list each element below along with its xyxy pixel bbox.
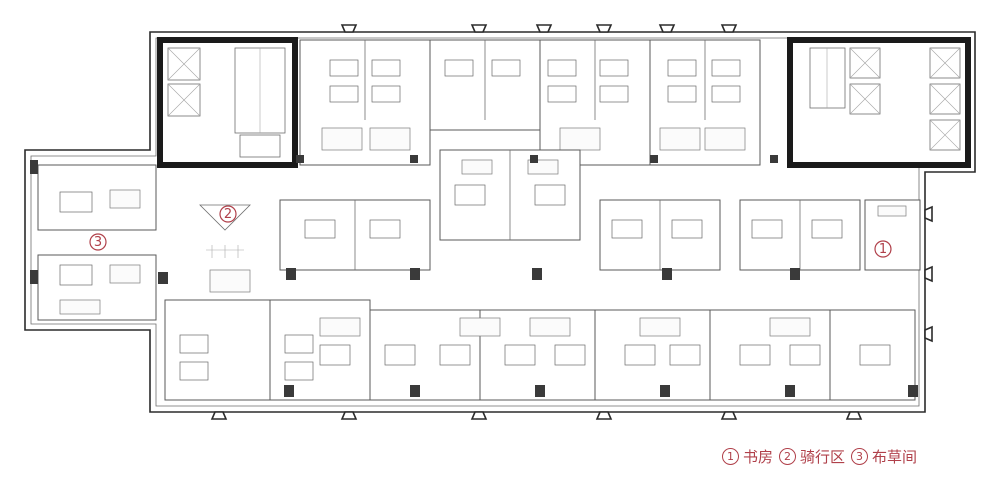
legend-item-linen: 3 布草间 (851, 446, 917, 467)
structural-columns (30, 155, 918, 397)
marker-1: 1 (874, 240, 892, 258)
marker-2-label: 2 (224, 207, 232, 222)
cycling-zone (199, 204, 251, 258)
legend-item-study: 1 书房 (722, 446, 773, 467)
marker-3: 3 (89, 233, 107, 251)
central-rooms (439, 149, 581, 241)
legend: 1 书房 2 骑行区 3 布草间 (722, 444, 923, 468)
right-study-room (864, 199, 921, 271)
floor-plan: 1 2 3 (24, 24, 976, 420)
legend-number: 3 (851, 447, 869, 465)
facade-lamps (210, 24, 933, 420)
legend-number: 1 (722, 447, 739, 465)
left-elevator-core (157, 37, 298, 168)
top-guest-rooms (299, 39, 761, 166)
marker-2: 2 (219, 205, 237, 223)
middle-rooms (279, 199, 861, 271)
marker-3-label: 3 (94, 235, 102, 250)
bottom-guest-rooms (164, 269, 916, 401)
right-elevator-core (787, 37, 971, 168)
legend-label: 布草间 (872, 447, 918, 466)
legend-item-cycling: 2 骑行区 (779, 446, 845, 467)
legend-label: 骑行区 (800, 447, 846, 466)
left-wing-rooms (37, 164, 157, 321)
legend-number: 2 (779, 447, 797, 465)
marker-1-label: 1 (879, 242, 887, 257)
legend-label: 书房 (743, 447, 774, 466)
